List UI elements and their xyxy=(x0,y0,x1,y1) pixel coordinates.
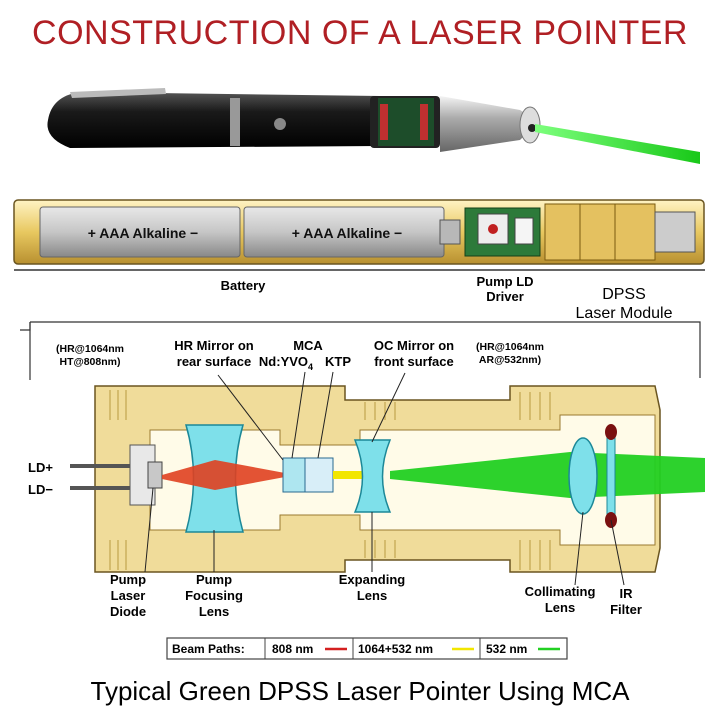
ir-filter-label-2: Filter xyxy=(610,602,642,617)
expanding-label-2: Lens xyxy=(357,588,387,603)
collimating-label-1: Collimating xyxy=(525,584,596,599)
legend-item-808: 808 nm xyxy=(272,642,313,656)
ktp-label: KTP xyxy=(325,354,351,369)
module-label-line2: Laser Module xyxy=(576,305,673,322)
legend-title: Beam Paths: xyxy=(172,642,245,656)
ir-filter xyxy=(606,431,616,521)
mca-label: MCA xyxy=(293,338,323,353)
pump-lens-label-2: Focusing xyxy=(185,588,243,603)
ir-filter-label-1: IR xyxy=(620,586,634,601)
pump-laser-diode xyxy=(147,461,163,489)
module-label-line1: DPSS xyxy=(602,286,646,303)
hr-mirror-label-1: HR Mirror on xyxy=(174,338,254,353)
pump-diode-label-3: Diode xyxy=(110,604,146,619)
module-cross-section xyxy=(70,385,705,573)
pump-diode-label-2: Laser xyxy=(111,588,146,603)
pump-lens-label-3: Lens xyxy=(199,604,229,619)
oc-mirror-label-2: front surface xyxy=(374,354,453,369)
ktp-crystal xyxy=(304,457,334,493)
battery-cell-1-label: + AAA Alkaline − xyxy=(88,225,198,241)
legend-item-532: 532 nm xyxy=(486,642,527,656)
expanding-lens xyxy=(353,439,392,513)
pump-diode-label-1: Pump xyxy=(110,572,146,587)
oc-mirror-label-1: OC Mirror on xyxy=(374,338,454,353)
laser-pen-image xyxy=(47,88,700,164)
hr-spec-left-2: HT@808nm) xyxy=(59,356,120,368)
ld-minus-label: LD− xyxy=(28,482,53,497)
collimating-lens xyxy=(568,437,598,515)
battery-tube xyxy=(13,199,705,271)
hr-spec-right-2: AR@532nm) xyxy=(479,354,541,366)
dpss-module-body xyxy=(544,203,656,261)
expanding-label-1: Expanding xyxy=(339,572,406,587)
hr-mirror-label-2: rear surface xyxy=(177,354,251,369)
hr-spec-right-1: (HR@1064nm xyxy=(476,341,544,353)
driver-label-line1: Pump LD xyxy=(476,274,533,289)
battery-label: Battery xyxy=(221,278,267,293)
page-title: CONSTRUCTION OF A LASER POINTER xyxy=(32,14,688,52)
caption: Typical Green DPSS Laser Pointer Using M… xyxy=(90,676,630,706)
pump-lens-label-1: Pump xyxy=(196,572,232,587)
collimating-label-2: Lens xyxy=(545,600,575,615)
ld-plus-label: LD+ xyxy=(28,460,53,475)
ndyvo-label: Nd:YVO4 xyxy=(259,354,313,372)
hr-spec-left-1: (HR@1064nm xyxy=(56,343,124,355)
battery-cell-1 xyxy=(39,206,241,258)
beam-path-legend: Beam Paths: 808 nm 1064+532 nm 532 nm xyxy=(166,637,568,660)
legend-item-1064: 1064+532 nm xyxy=(358,642,433,656)
battery-cell-2-label: + AAA Alkaline − xyxy=(292,225,402,241)
driver-label-line2: Driver xyxy=(486,289,524,304)
ndyvo4-crystal xyxy=(282,457,306,493)
